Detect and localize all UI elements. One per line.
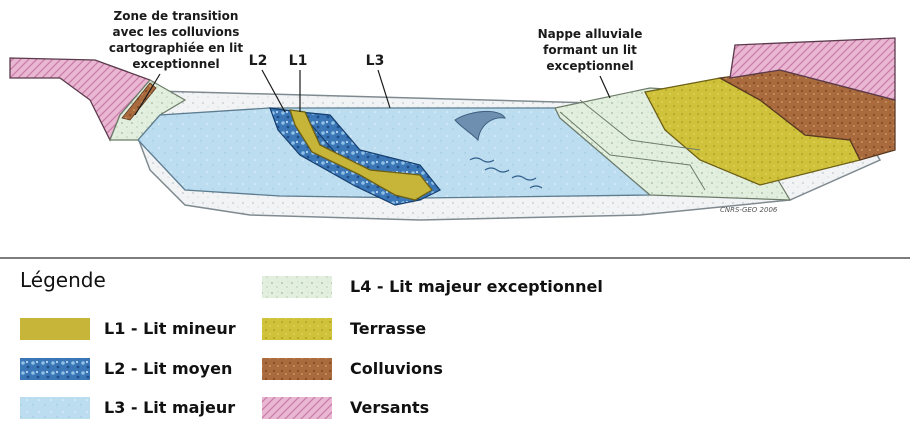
swatch-colluvions xyxy=(262,358,332,380)
swatch-l4 xyxy=(262,276,332,298)
swatch-versants xyxy=(262,397,332,419)
nappe-line-2: formant un lit xyxy=(543,43,637,57)
transition-line-1: Zone de transition xyxy=(114,9,239,23)
legend-label-l1: L1 - Lit mineur xyxy=(104,319,236,338)
label-l1: L1 xyxy=(289,53,308,69)
transition-line-2: avec les colluvions xyxy=(113,25,240,39)
label-l3: L3 xyxy=(366,53,385,69)
author-signature: CNRS-GEO 2006 xyxy=(720,206,778,214)
nappe-line-1: Nappe alluviale xyxy=(538,27,643,41)
legend-title: Légende xyxy=(20,268,106,292)
swatch-l1 xyxy=(20,318,90,340)
legend-label-colluvions: Colluvions xyxy=(350,359,443,378)
legend-label-l2: L2 - Lit moyen xyxy=(104,359,232,378)
swatch-l2 xyxy=(20,358,90,380)
transition-line-3: cartographiée en lit xyxy=(109,41,244,55)
legend-label-versants: Versants xyxy=(350,398,429,417)
legend-label-l3: L3 - Lit majeur xyxy=(104,398,235,417)
legend-label-terrasse: Terrasse xyxy=(350,319,426,338)
legend-label-l4: L4 - Lit majeur exceptionnel xyxy=(350,277,603,296)
swatch-terrasse xyxy=(262,318,332,340)
nappe-line-3: exceptionnel xyxy=(546,59,633,73)
label-l2: L2 xyxy=(249,53,268,69)
swatch-l3 xyxy=(20,397,90,419)
transition-line-4: exceptionnel xyxy=(132,57,219,71)
